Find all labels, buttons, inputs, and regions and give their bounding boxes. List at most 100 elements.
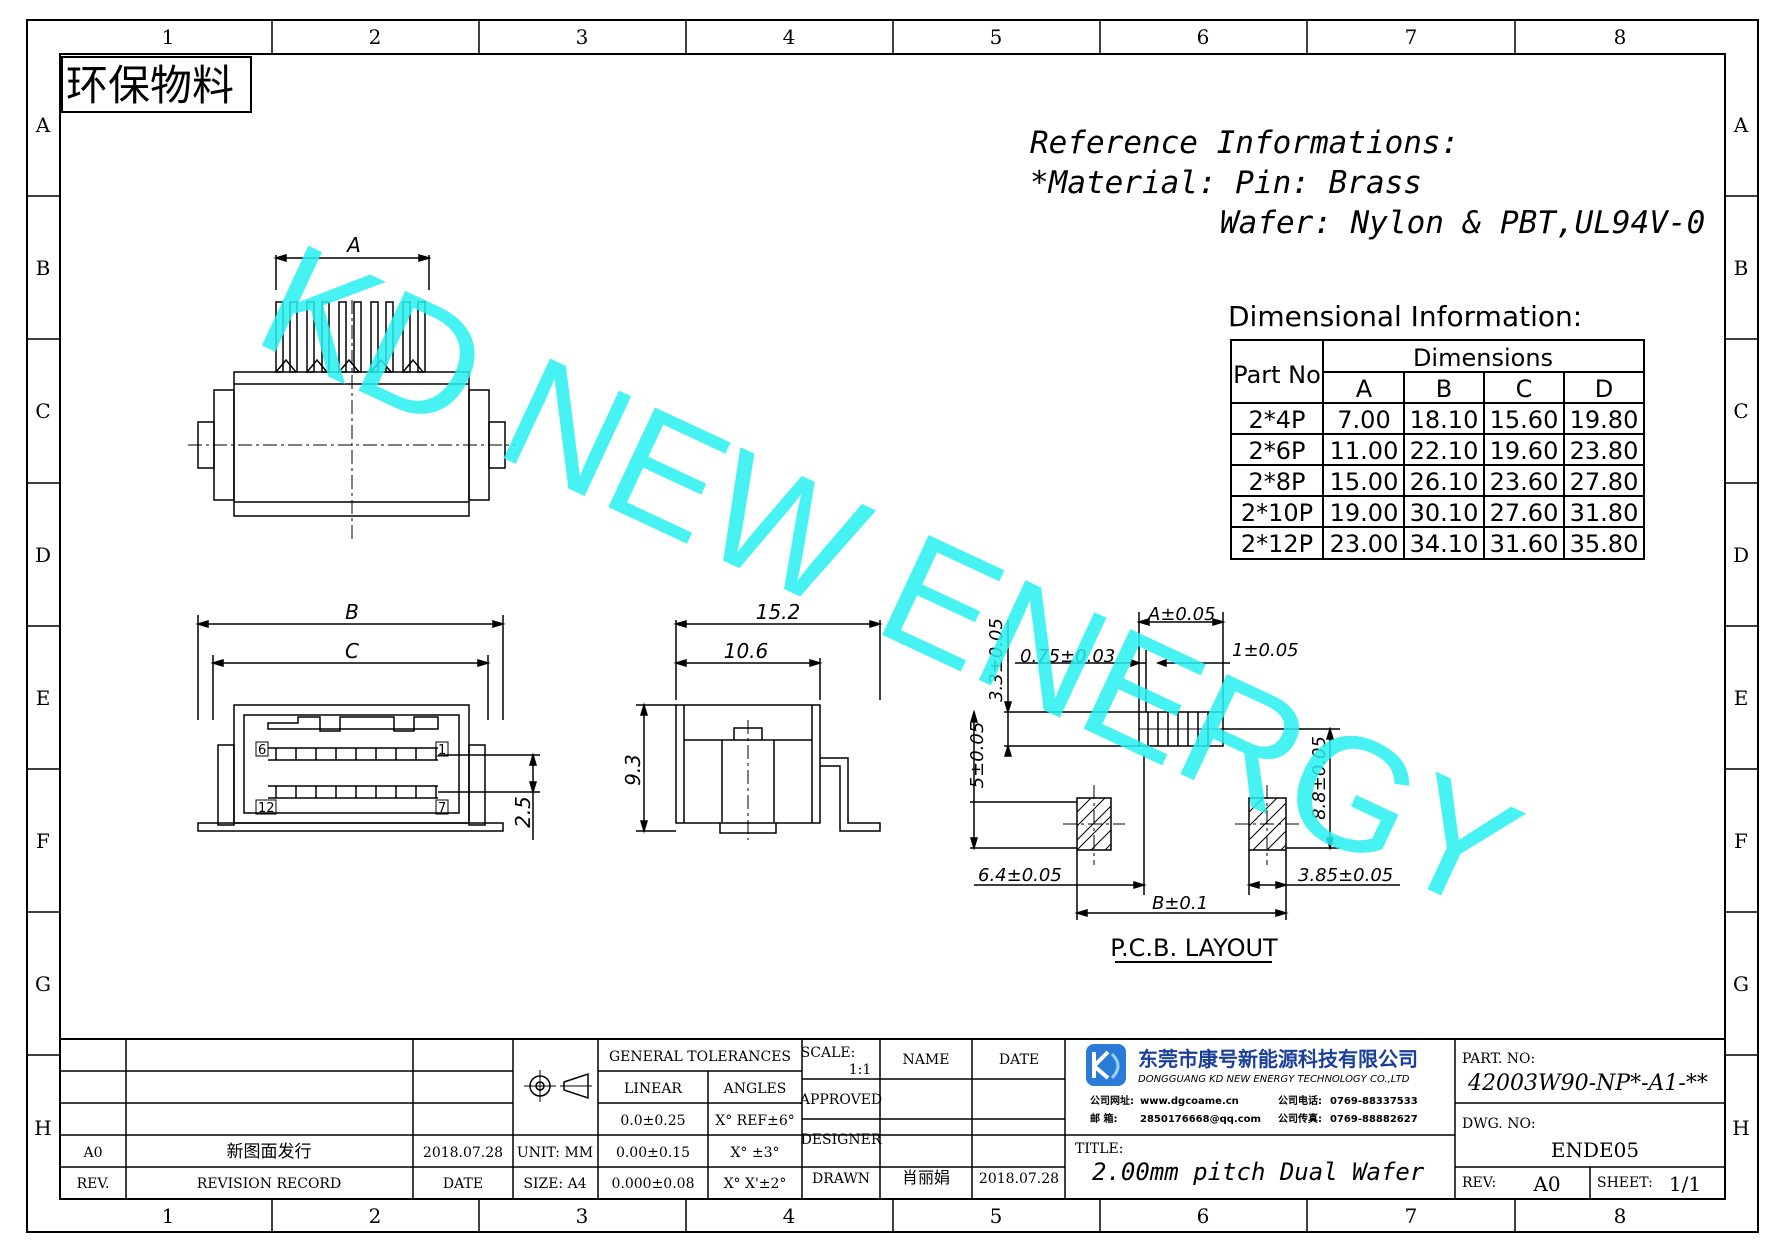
side-view <box>636 619 883 840</box>
rev-value: A0 <box>1532 1172 1560 1196</box>
rev-row-rev: A0 <box>82 1145 102 1161</box>
col-label: 3 <box>576 25 589 49</box>
angles-header: ANGLES <box>723 1081 787 1097</box>
title-value: 2.00mm pitch Dual Wafer <box>1092 1158 1425 1186</box>
front-dim-2-5: 2.5 <box>511 796 535 828</box>
row-label: C <box>35 399 50 423</box>
designer-label: DESIGNER <box>801 1132 882 1148</box>
drawn-name: 肖丽娟 <box>902 1168 950 1187</box>
sheet-value: 1/1 <box>1669 1172 1701 1196</box>
col-label: 4 <box>783 25 796 49</box>
col-label: 6 <box>1197 1204 1210 1228</box>
date-header: DATE <box>443 1176 483 1192</box>
side-dim-9-3: 9.3 <box>621 754 645 786</box>
email-label: 邮 箱: <box>1090 1112 1117 1125</box>
phone-value: 0769-88337533 <box>1330 1096 1418 1107</box>
pcb-dim-075: 0.75±0.03 <box>1020 646 1115 667</box>
part-no-header: Part No <box>1233 361 1321 389</box>
company-logo <box>1086 1044 1126 1086</box>
table-cell: 26.10 <box>1410 468 1479 496</box>
company-name-cn: 东莞市康号新能源科技有限公司 <box>1138 1047 1418 1071</box>
eco-stamp-text: 环保物料 <box>66 61 234 110</box>
website-label: 公司网址: <box>1090 1094 1134 1107</box>
row-label: B <box>36 256 51 280</box>
date-col-header: DATE <box>999 1052 1039 1068</box>
col-header: A <box>1356 375 1373 403</box>
tol-3-linear: 0.000±0.08 <box>612 1176 695 1192</box>
col-label: 3 <box>576 1204 589 1228</box>
phone-label: 公司电话: <box>1278 1094 1322 1107</box>
table-cell: 15.00 <box>1330 468 1399 496</box>
row-label: G <box>35 972 51 996</box>
eco-stamp: 环保物料 <box>61 56 252 113</box>
table-cell: 30.10 <box>1410 499 1479 527</box>
scale-label: SCALE: <box>801 1045 856 1061</box>
pcb-layout-label: P.C.B. LAYOUT <box>1110 934 1278 962</box>
table-cell: 35.80 <box>1570 530 1639 558</box>
col-label: 5 <box>990 1204 1003 1228</box>
tol-1-angle: X° REF±6° <box>715 1113 795 1129</box>
pin-label-7: 7 <box>438 801 446 816</box>
col-label: 1 <box>162 25 175 49</box>
reference-title: Reference Informations: <box>1030 125 1459 161</box>
rev-label: REV: <box>1462 1175 1496 1191</box>
row-label: F <box>36 829 50 853</box>
row-label: G <box>1733 972 1749 996</box>
pin-label-1: 1 <box>438 743 446 758</box>
table-cell: 27.80 <box>1570 468 1639 496</box>
side-dim-10-6: 10.6 <box>724 639 769 663</box>
title-block <box>59 1038 1726 1200</box>
front-view <box>195 615 540 840</box>
record-header: REVISION RECORD <box>197 1176 341 1192</box>
row-label: H <box>1732 1116 1749 1140</box>
table-cell: 31.60 <box>1490 530 1559 558</box>
reference-info: Reference Informations: *Material: Pin: … <box>1030 125 1705 241</box>
top-view <box>188 253 515 540</box>
table-cell: 34.10 <box>1410 530 1479 558</box>
pcb-dim-b: B±0.1 <box>1152 893 1208 914</box>
col-header: D <box>1595 375 1613 403</box>
col-header: C <box>1516 375 1533 403</box>
table-cell: 18.10 <box>1410 406 1479 434</box>
col-header: B <box>1436 375 1452 403</box>
row-label: D <box>1733 543 1749 567</box>
name-header: NAME <box>903 1052 950 1068</box>
pcb-dim-33: 3.3±0.05 <box>986 618 1007 702</box>
tol-1-linear: 0.0±0.25 <box>620 1113 685 1129</box>
tol-3-angle: X° X'±2° <box>724 1176 787 1192</box>
drawn-label: DRAWN <box>812 1171 870 1187</box>
table-cell: 2*10P <box>1241 499 1313 527</box>
sheet-label: SHEET: <box>1597 1175 1653 1191</box>
side-dim-15-2: 15.2 <box>756 600 801 624</box>
col-label: 8 <box>1614 1204 1627 1228</box>
part-no-label: PART. NO: <box>1462 1051 1535 1067</box>
company-name-en: DONGGUANG KD NEW ENERGY TECHNOLOGY CO.,L… <box>1138 1074 1410 1085</box>
pcb-layout <box>969 612 1400 963</box>
general-tolerances: GENERAL TOLERANCES <box>609 1049 791 1065</box>
col-label: 1 <box>162 1204 175 1228</box>
part-no-value: 42003W90-NP*-A1-** <box>1467 1071 1708 1096</box>
tol-2-angle: X° ±3° <box>730 1145 779 1161</box>
col-label: 2 <box>369 1204 382 1228</box>
table-cell: 7.00 <box>1337 406 1390 434</box>
table-cell: 19.60 <box>1490 437 1559 465</box>
table-cell: 23.80 <box>1570 437 1639 465</box>
frame-labels: 1 2 3 4 5 6 7 8 1 2 3 4 5 6 7 8 A B C D … <box>34 25 1749 1228</box>
email-value: 2850176668@qq.com <box>1140 1114 1261 1125</box>
front-dim-b: B <box>345 600 359 624</box>
col-label: 7 <box>1405 25 1418 49</box>
approved-label: APPROVED <box>799 1092 882 1108</box>
col-label: 2 <box>369 25 382 49</box>
pcb-dim-64: 6.4±0.05 <box>978 865 1062 886</box>
pcb-dim-1: 1±0.05 <box>1232 640 1299 661</box>
table-cell: 22.10 <box>1410 437 1479 465</box>
scale-value: 1:1 <box>849 1062 872 1078</box>
drawn-date: 2018.07.28 <box>979 1171 1059 1187</box>
title-label: TITLE: <box>1075 1141 1123 1157</box>
pcb-dim-5: 5±0.05 <box>967 722 988 789</box>
table-cell: 19.00 <box>1330 499 1399 527</box>
tol-2-linear: 0.00±0.15 <box>616 1145 690 1161</box>
row-label: C <box>1733 399 1748 423</box>
col-label: 8 <box>1614 25 1627 49</box>
fax-label: 公司传真: <box>1278 1112 1322 1125</box>
